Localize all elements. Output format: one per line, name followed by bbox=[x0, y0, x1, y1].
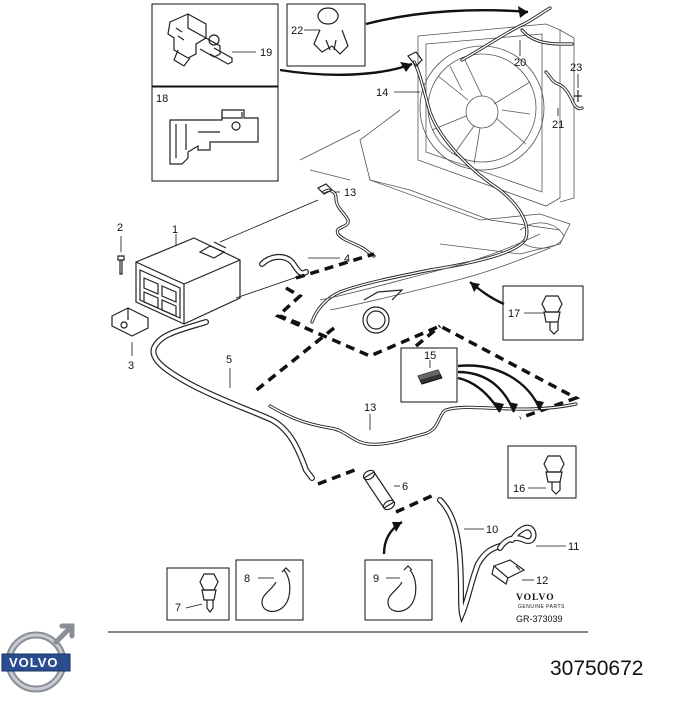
hose-part-5 bbox=[150, 319, 315, 481]
label-20: 20 bbox=[514, 57, 526, 69]
label-21: 21 bbox=[552, 119, 564, 131]
pipe-21 bbox=[544, 70, 584, 111]
inset-box-16 bbox=[507, 445, 577, 499]
label-2: 2 bbox=[117, 222, 123, 234]
logo-text: VOLVO bbox=[9, 655, 59, 670]
connector-part-6 bbox=[362, 469, 396, 511]
part-number: 30750672 bbox=[550, 657, 643, 680]
inset-box-7 bbox=[166, 567, 230, 621]
arrow-15c bbox=[457, 376, 502, 413]
bolt-part-2 bbox=[117, 255, 125, 275]
canister-part-1 bbox=[135, 237, 241, 325]
brand-subtitle: GENUINE PARTS bbox=[518, 604, 565, 610]
part-23-fitting bbox=[574, 90, 582, 102]
hose-part-10 bbox=[437, 497, 503, 624]
label-8: 8 bbox=[244, 573, 250, 585]
pipe-13-lower bbox=[268, 402, 578, 446]
brand-mark: VOLVO bbox=[516, 593, 555, 603]
label-19: 19 bbox=[260, 47, 272, 59]
inset-box-8 bbox=[235, 559, 304, 621]
dashed-assembly-boundary bbox=[295, 252, 375, 280]
inset-box-15 bbox=[400, 347, 458, 403]
arrow-22-to-pipe bbox=[365, 8, 529, 26]
label-10: 10 bbox=[486, 524, 498, 536]
volvo-logo: VOLVO bbox=[1, 623, 75, 693]
bracket-part-3 bbox=[111, 307, 149, 337]
label-7: 7 bbox=[175, 602, 181, 614]
label-13-upper: 13 bbox=[344, 187, 356, 199]
label-15: 15 bbox=[424, 350, 436, 362]
inset-box-18 bbox=[151, 86, 279, 182]
label-11: 11 bbox=[568, 541, 579, 553]
drawing-reference: GR-373039 bbox=[516, 614, 563, 624]
arrowhead-19 bbox=[400, 62, 412, 72]
pipe-13-upper bbox=[322, 188, 376, 258]
label-22: 22 bbox=[291, 25, 303, 37]
arrowhead-22 bbox=[518, 6, 528, 18]
inset-box-17 bbox=[502, 285, 584, 341]
label-14: 14 bbox=[376, 87, 388, 99]
inset-box-19 bbox=[151, 3, 279, 87]
label-16: 16 bbox=[513, 483, 525, 495]
label-1: 1 bbox=[172, 224, 178, 236]
label-23: 23 bbox=[570, 62, 582, 74]
inset-box-9 bbox=[364, 559, 433, 621]
label-5: 5 bbox=[226, 354, 232, 366]
connector-part-12 bbox=[491, 559, 526, 585]
label-3: 3 bbox=[128, 360, 134, 372]
label-13-lower: 13 bbox=[364, 402, 376, 414]
inset-box-22 bbox=[286, 3, 366, 67]
label-4: 4 bbox=[344, 253, 350, 265]
label-12: 12 bbox=[536, 575, 548, 587]
label-6: 6 bbox=[402, 481, 408, 493]
label-17: 17 bbox=[508, 308, 520, 320]
floor-tunnel-outline bbox=[319, 233, 541, 301]
label-18: 18 bbox=[156, 93, 168, 105]
label-9: 9 bbox=[373, 573, 379, 585]
arrow-19-to-pipe bbox=[279, 62, 413, 76]
arrow-9 bbox=[382, 520, 403, 555]
